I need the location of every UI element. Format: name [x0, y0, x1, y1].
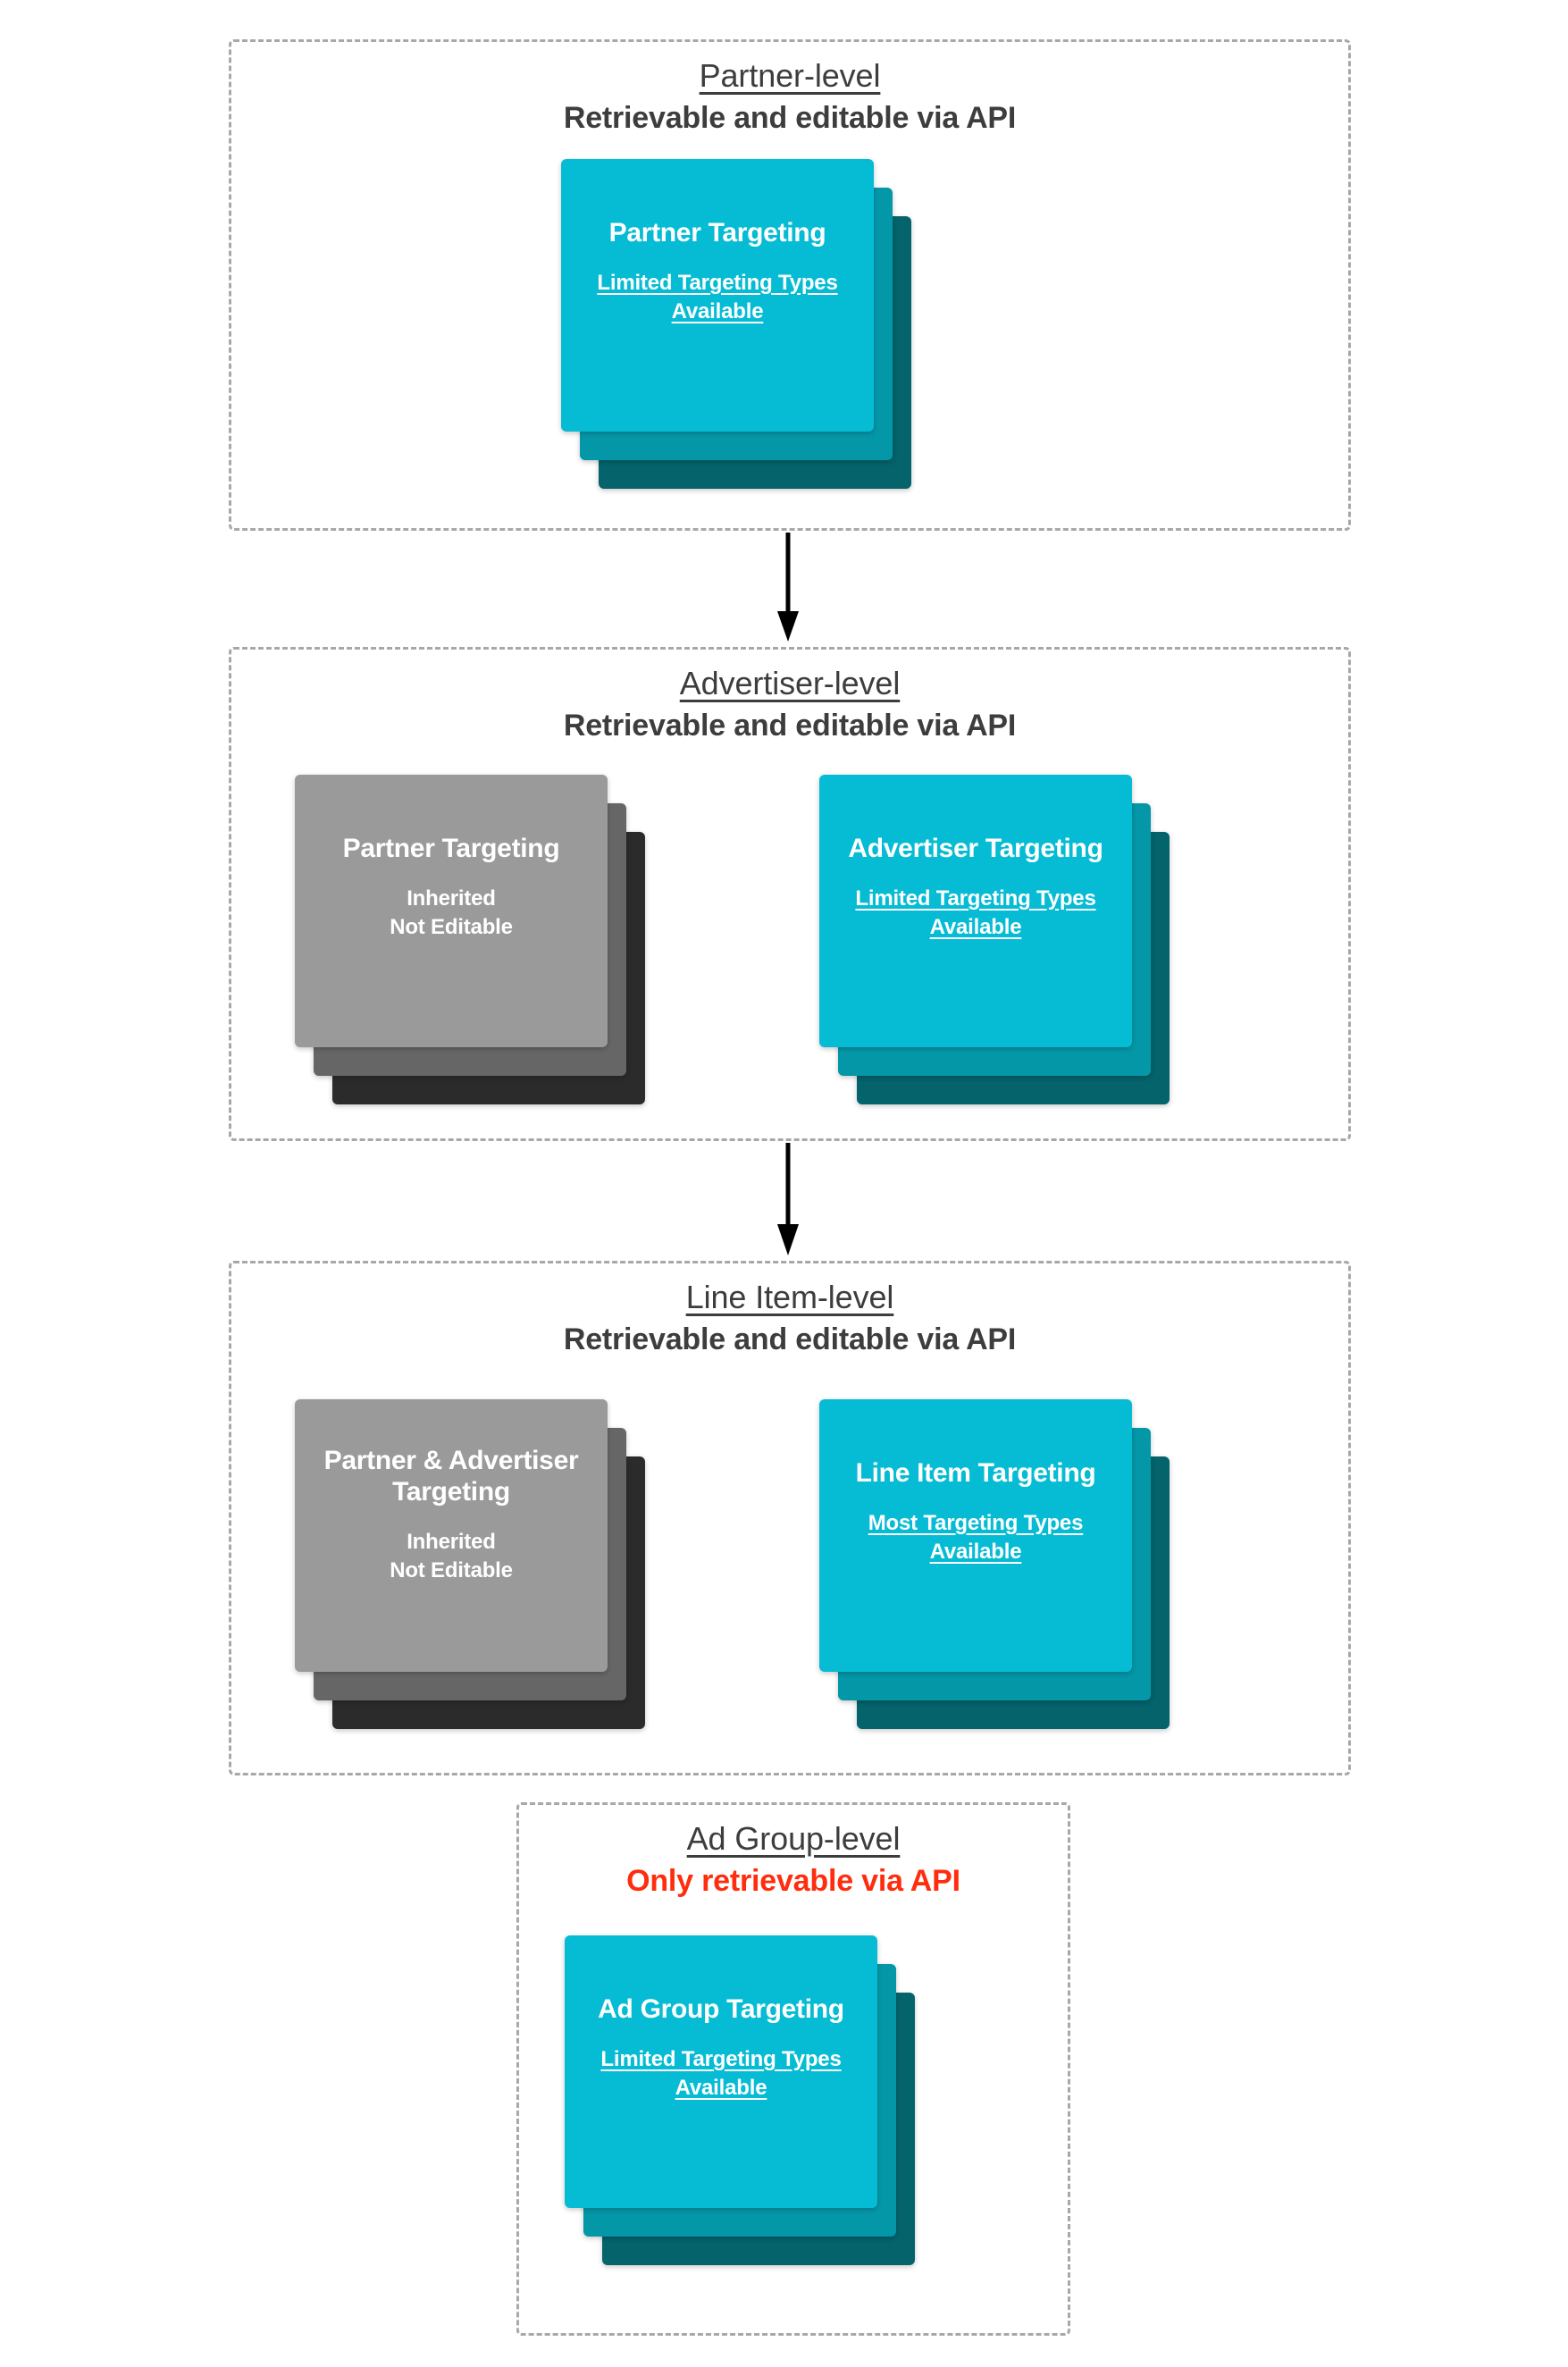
level-subtitle-partner: Retrievable and editable via API: [563, 101, 1017, 136]
card-title: Partner Targeting: [608, 218, 826, 248]
card-content-advertiser-targeting: Advertiser Targeting Limited Targeting T…: [819, 775, 1132, 1047]
card-layer-front: [565, 1935, 877, 2208]
level-container-line-item: Line Item-level Retrievable and editable…: [229, 1261, 1351, 1775]
level-header-advertiser: Advertiser-level Retrievable and editabl…: [231, 665, 1348, 744]
level-container-advertiser: Advertiser-level Retrievable and editabl…: [229, 647, 1351, 1141]
level-title-advertiser: Advertiser-level: [679, 665, 901, 701]
card-stack-partner-targeting[interactable]: Partner Targeting Limited Targeting Type…: [561, 159, 945, 508]
card-stack-line-item-targeting[interactable]: Line Item Targeting Most Targeting Types…: [819, 1399, 1203, 1748]
card-content-partner-targeting: Partner Targeting Limited Targeting Type…: [561, 159, 874, 432]
card-stack-advertiser-targeting[interactable]: Advertiser Targeting Limited Targeting T…: [819, 775, 1203, 1123]
card-layer-front: [819, 775, 1132, 1047]
level-title-partner: Partner-level: [699, 57, 881, 94]
card-title: Partner & Advertiser Targeting: [323, 1446, 579, 1507]
card-note: Inherited Not Editable: [390, 1529, 513, 1583]
card-content-inherited-partner-advertiser-targeting: Partner & Advertiser Targeting Inherited…: [295, 1399, 608, 1672]
level-header-partner: Partner-level Retrievable and editable v…: [231, 57, 1348, 137]
card-note: Most Targeting Types Available: [868, 1510, 1084, 1565]
card-content-inherited-partner-targeting: Partner Targeting Inherited Not Editable: [295, 775, 608, 1047]
card-title: Partner Targeting: [342, 834, 560, 863]
connector-arrow-partner-to-advertiser: [770, 533, 806, 643]
card-stack-inherited-partner-advertiser-targeting[interactable]: Partner & Advertiser Targeting Inherited…: [295, 1399, 679, 1748]
card-stack-ad-group-targeting[interactable]: Ad Group Targeting Limited Targeting Typ…: [565, 1935, 949, 2284]
card-layer-front: [295, 1399, 608, 1672]
connector-arrow-advertiser-to-lineitem: [770, 1143, 806, 1257]
card-content-ad-group-targeting: Ad Group Targeting Limited Targeting Typ…: [565, 1935, 877, 2208]
level-title-ad-group: Ad Group-level: [686, 1820, 901, 1857]
card-layer-front: [819, 1399, 1132, 1672]
level-header-line-item: Line Item-level Retrievable and editable…: [231, 1279, 1348, 1358]
card-title: Advertiser Targeting: [848, 834, 1103, 863]
level-subtitle-line-item: Retrievable and editable via API: [563, 1322, 1017, 1357]
level-container-partner: Partner-level Retrievable and editable v…: [229, 39, 1351, 531]
card-layer-front: [295, 775, 608, 1047]
card-content-line-item-targeting: Line Item Targeting Most Targeting Types…: [819, 1399, 1132, 1672]
card-title: Line Item Targeting: [855, 1458, 1096, 1488]
card-note: Inherited Not Editable: [390, 886, 513, 940]
level-subtitle-advertiser: Retrievable and editable via API: [563, 709, 1017, 743]
card-note: Limited Targeting Types Available: [600, 2046, 842, 2101]
card-title: Ad Group Targeting: [598, 1994, 844, 2024]
level-title-line-item: Line Item-level: [685, 1279, 894, 1315]
card-note: Limited Targeting Types Available: [855, 886, 1096, 940]
level-container-ad-group: Ad Group-level Only retrievable via API …: [516, 1802, 1070, 2336]
level-subtitle-ad-group: Only retrievable via API: [626, 1864, 960, 1899]
card-note: Limited Targeting Types Available: [597, 270, 838, 324]
level-header-ad-group: Ad Group-level Only retrievable via API: [519, 1820, 1068, 1900]
card-stack-inherited-partner-targeting[interactable]: Partner Targeting Inherited Not Editable: [295, 775, 679, 1123]
card-layer-front: [561, 159, 874, 432]
